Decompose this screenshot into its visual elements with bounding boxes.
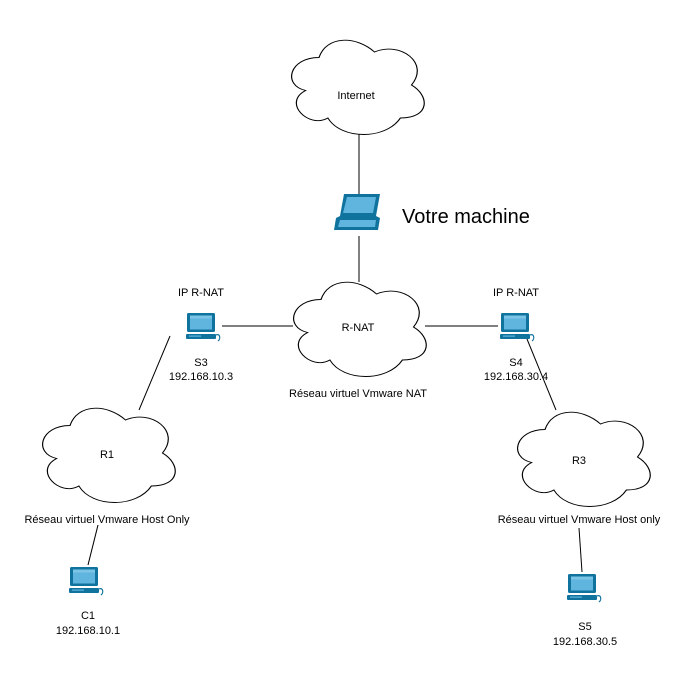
link-s4-r3 xyxy=(526,338,557,411)
computer-s3-icon xyxy=(185,312,221,342)
cloud-label-rnat: R-NAT xyxy=(341,322,375,334)
laptop-icon xyxy=(334,194,380,230)
s5-name: S5 xyxy=(578,621,592,633)
network-host-only-left-label: Réseau virtuel Vmware Host Only xyxy=(24,514,190,526)
s3-ip: 192.168.10.3 xyxy=(168,371,234,383)
c1-ip: 192.168.10.1 xyxy=(55,625,121,637)
link-r1-c1 xyxy=(87,524,99,566)
link-s3-r1 xyxy=(138,335,171,411)
s3-header: IP R-NAT xyxy=(177,287,225,299)
s3-name: S3 xyxy=(194,357,208,369)
c1-name: C1 xyxy=(80,610,96,622)
machine-label: Votre machine xyxy=(402,206,530,228)
s4-header: IP R-NAT xyxy=(492,287,540,299)
cloud-label-r1: R1 xyxy=(99,449,115,461)
cloud-label-internet: Internet xyxy=(337,90,375,102)
s5-ip: 192.168.30.5 xyxy=(552,636,618,648)
computer-s5-icon xyxy=(566,573,602,603)
computer-c1-icon xyxy=(68,566,104,596)
cloud-internet-icon xyxy=(292,40,425,134)
s4-name: S4 xyxy=(509,357,523,369)
computer-s4-icon xyxy=(499,312,535,342)
network-nat-label: Réseau virtuel Vmware NAT xyxy=(289,388,427,400)
link-r3-s5 xyxy=(578,527,583,573)
network-host-only-right-label: Réseau virtuel Vmware Host only xyxy=(497,514,661,526)
s4-ip: 192.168.30.4 xyxy=(483,371,549,383)
cloud-label-r3: R3 xyxy=(571,455,587,467)
